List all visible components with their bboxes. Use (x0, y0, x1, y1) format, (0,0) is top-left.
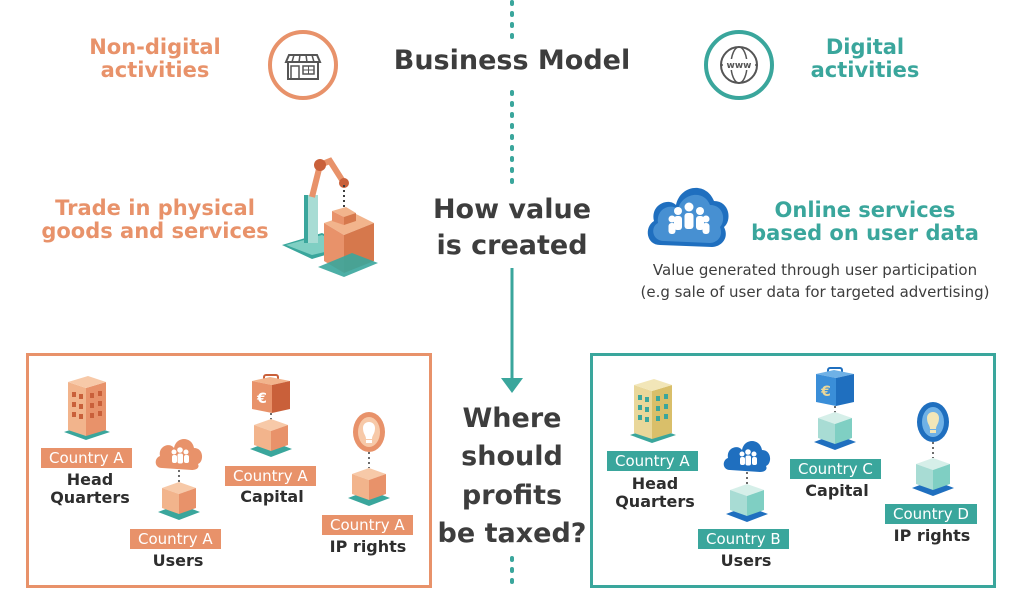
building-icon (64, 376, 110, 440)
how-value-created-title: How value is created (432, 194, 592, 262)
users-cloud-icon (723, 441, 771, 522)
trade-physical-title: Trade in physical goods and services (41, 196, 269, 244)
left-users-country-tag: Country A (130, 529, 221, 549)
svg-text:€: € (256, 391, 267, 407)
online-services-title: Online services based on user data (751, 198, 979, 246)
right-capital-label: Capital (805, 481, 869, 500)
lightbulb-icon (348, 412, 390, 506)
robot-arm-icon (282, 157, 378, 277)
users-cloud-icon (647, 187, 729, 247)
right-capital-country-tag: Country C (790, 459, 881, 479)
right-users-label: Users (720, 551, 772, 570)
down-arrow-icon (501, 378, 523, 393)
euro-bag-icon: € (250, 374, 292, 457)
right-ip-country-tag: Country D (885, 504, 977, 524)
left-ip-label: IP rights (329, 537, 407, 556)
right-users-country-tag: Country B (698, 529, 789, 549)
right-ip-label: IP rights (893, 526, 971, 545)
shop-icon (268, 30, 338, 100)
euro-bag-icon: € (814, 367, 856, 450)
non-digital-panel (26, 353, 432, 588)
svg-text:€: € (820, 384, 831, 400)
left-capital-country-tag: Country A (225, 466, 316, 486)
left-hq-label: Head Quarters (50, 470, 130, 508)
left-ip-country-tag: Country A (322, 515, 413, 535)
www-globe-icon: www (704, 30, 774, 100)
page-title: Business Model (393, 45, 631, 76)
building-icon (630, 379, 676, 443)
users-cloud-icon (155, 439, 203, 520)
left-capital-label: Capital (240, 487, 304, 506)
lightbulb-icon (912, 402, 954, 496)
svg-text:www: www (727, 61, 752, 71)
right-hq-country-tag: Country A (607, 451, 698, 471)
digital-label: Digital activities (810, 35, 920, 83)
left-users-label: Users (152, 551, 204, 570)
tax-question: Where should profits be taxed? (437, 403, 587, 549)
non-digital-label: Non-digital activities (89, 35, 221, 83)
right-hq-label: Head Quarters (615, 474, 695, 512)
value-description: Value generated through user participati… (640, 261, 990, 301)
digital-panel (590, 353, 996, 588)
left-hq-country-tag: Country A (41, 448, 132, 468)
